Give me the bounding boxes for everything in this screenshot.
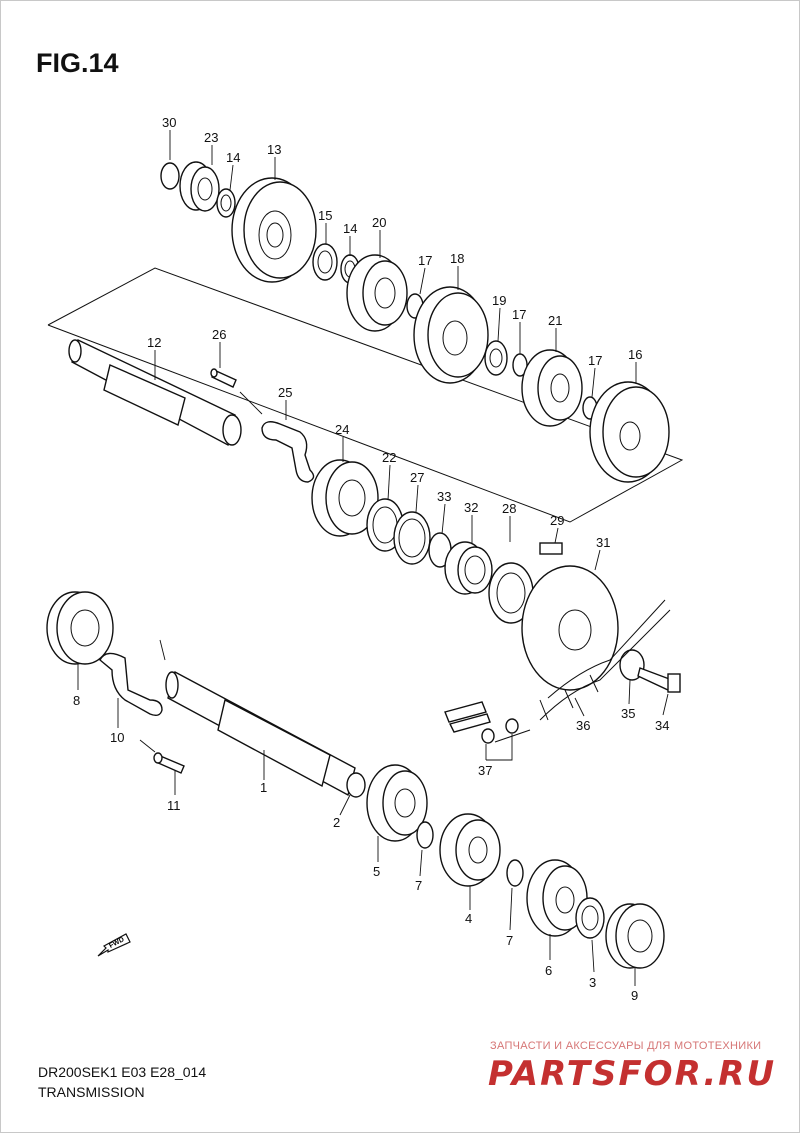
model-code: DR200SEK1 E03 E28_014	[38, 1064, 207, 1080]
callout-17-a[interactable]: 17	[418, 253, 432, 268]
callout-5[interactable]: 5	[373, 864, 380, 879]
callout-17-c[interactable]: 17	[588, 353, 602, 368]
callout-22[interactable]: 22	[382, 450, 396, 465]
callout-7-b[interactable]: 7	[506, 933, 513, 948]
callout-6[interactable]: 6	[545, 963, 552, 978]
part-8-bearing	[46, 591, 114, 665]
callout-32[interactable]: 32	[464, 500, 478, 515]
callout-17-b[interactable]: 17	[512, 307, 526, 322]
callout-14-b[interactable]: 14	[343, 221, 357, 236]
part-10-bearing-retainer	[99, 652, 163, 717]
callout-31[interactable]: 31	[596, 535, 610, 550]
part-19-washer	[484, 340, 508, 376]
callout-26[interactable]: 26	[212, 327, 226, 342]
callout-13[interactable]: 13	[267, 142, 281, 157]
part-13-gear	[231, 177, 317, 283]
part-30-circlip	[160, 162, 180, 190]
callout-11[interactable]: 11	[167, 798, 181, 813]
callout-1[interactable]: 1	[260, 780, 267, 795]
callout-33[interactable]: 33	[437, 489, 451, 504]
callout-12[interactable]: 12	[147, 335, 161, 350]
part-3-needle-bearing	[575, 897, 605, 939]
callout-24[interactable]: 24	[335, 422, 349, 437]
part-34-bolt	[637, 667, 681, 693]
part-14-washer	[216, 188, 236, 218]
figure-title: FIG.14	[36, 48, 119, 78]
part-28-washer	[488, 562, 534, 624]
callout-4[interactable]: 4	[465, 911, 472, 926]
callout-19[interactable]: 19	[492, 293, 506, 308]
callout-3[interactable]: 3	[589, 975, 596, 990]
watermark-tagline: ЗАПЧАСТИ И АКСЕССУАРЫ ДЛЯ МОТОТЕХНИКИ	[490, 1040, 762, 1052]
part-4-gear	[439, 813, 501, 887]
callout-18[interactable]: 18	[450, 251, 464, 266]
callout-30[interactable]: 30	[162, 115, 176, 130]
callout-27[interactable]: 27	[410, 470, 424, 485]
part-9-bearing	[605, 903, 665, 969]
part-18-gear	[413, 286, 489, 384]
callout-20[interactable]: 20	[372, 215, 386, 230]
part-27-oil-seal	[393, 511, 431, 565]
callout-29[interactable]: 29	[550, 513, 564, 528]
part-32-spacer	[444, 541, 493, 595]
callout-9[interactable]: 9	[631, 988, 638, 1003]
leader-lines	[77, 130, 669, 986]
callout-35[interactable]: 35	[621, 706, 635, 721]
part-2-bushing	[346, 772, 366, 798]
callout-21[interactable]: 21	[548, 313, 562, 328]
callout-7-a[interactable]: 7	[415, 878, 422, 893]
callout-34[interactable]: 34	[655, 718, 669, 733]
part-31-sprocket	[521, 565, 619, 691]
part-35-washer	[619, 649, 645, 681]
fwd-arrow-icon: FWD	[96, 930, 132, 963]
part-25-bearing-retainer	[261, 421, 315, 483]
callout-2[interactable]: 2	[333, 815, 340, 830]
part-7-circlip-b	[506, 859, 524, 887]
section-name: TRANSMISSION	[38, 1084, 145, 1100]
callout-8[interactable]: 8	[73, 693, 80, 708]
callout-14[interactable]: 14	[226, 150, 240, 165]
countershaft-group-outline	[47, 267, 684, 523]
part-26-screw	[210, 368, 237, 388]
part-15-needle-bearing	[312, 243, 338, 281]
callout-25[interactable]: 25	[278, 385, 292, 400]
part-7-circlip-a	[416, 821, 434, 849]
part-1-mainshaft	[165, 670, 356, 797]
callouts: 30 23 14 13 15 14 20 17 18 19 17 21 17 1…	[73, 115, 669, 1003]
callout-37[interactable]: 37	[478, 763, 492, 778]
part-16-gear	[589, 381, 670, 483]
callout-23[interactable]: 23	[204, 130, 218, 145]
callout-16[interactable]: 16	[628, 347, 642, 362]
part-11-screw	[153, 752, 185, 774]
callout-10[interactable]: 10	[110, 730, 124, 745]
part-29-bolt	[539, 542, 563, 555]
part-36-drive-chain	[539, 599, 671, 721]
part-21-gear	[521, 349, 583, 427]
part-23-bearing	[179, 161, 220, 212]
part-5-gear	[366, 764, 428, 842]
callout-15[interactable]: 15	[318, 208, 332, 223]
part-24-bearing	[311, 459, 379, 537]
part-37-chain-joint	[444, 701, 531, 744]
watermark-logo: PARTSFOR.RU	[488, 1054, 777, 1094]
callout-28[interactable]: 28	[502, 501, 516, 516]
part-12-countershaft	[68, 339, 242, 447]
part-20-gear	[346, 254, 408, 332]
callout-36[interactable]: 36	[576, 718, 590, 733]
